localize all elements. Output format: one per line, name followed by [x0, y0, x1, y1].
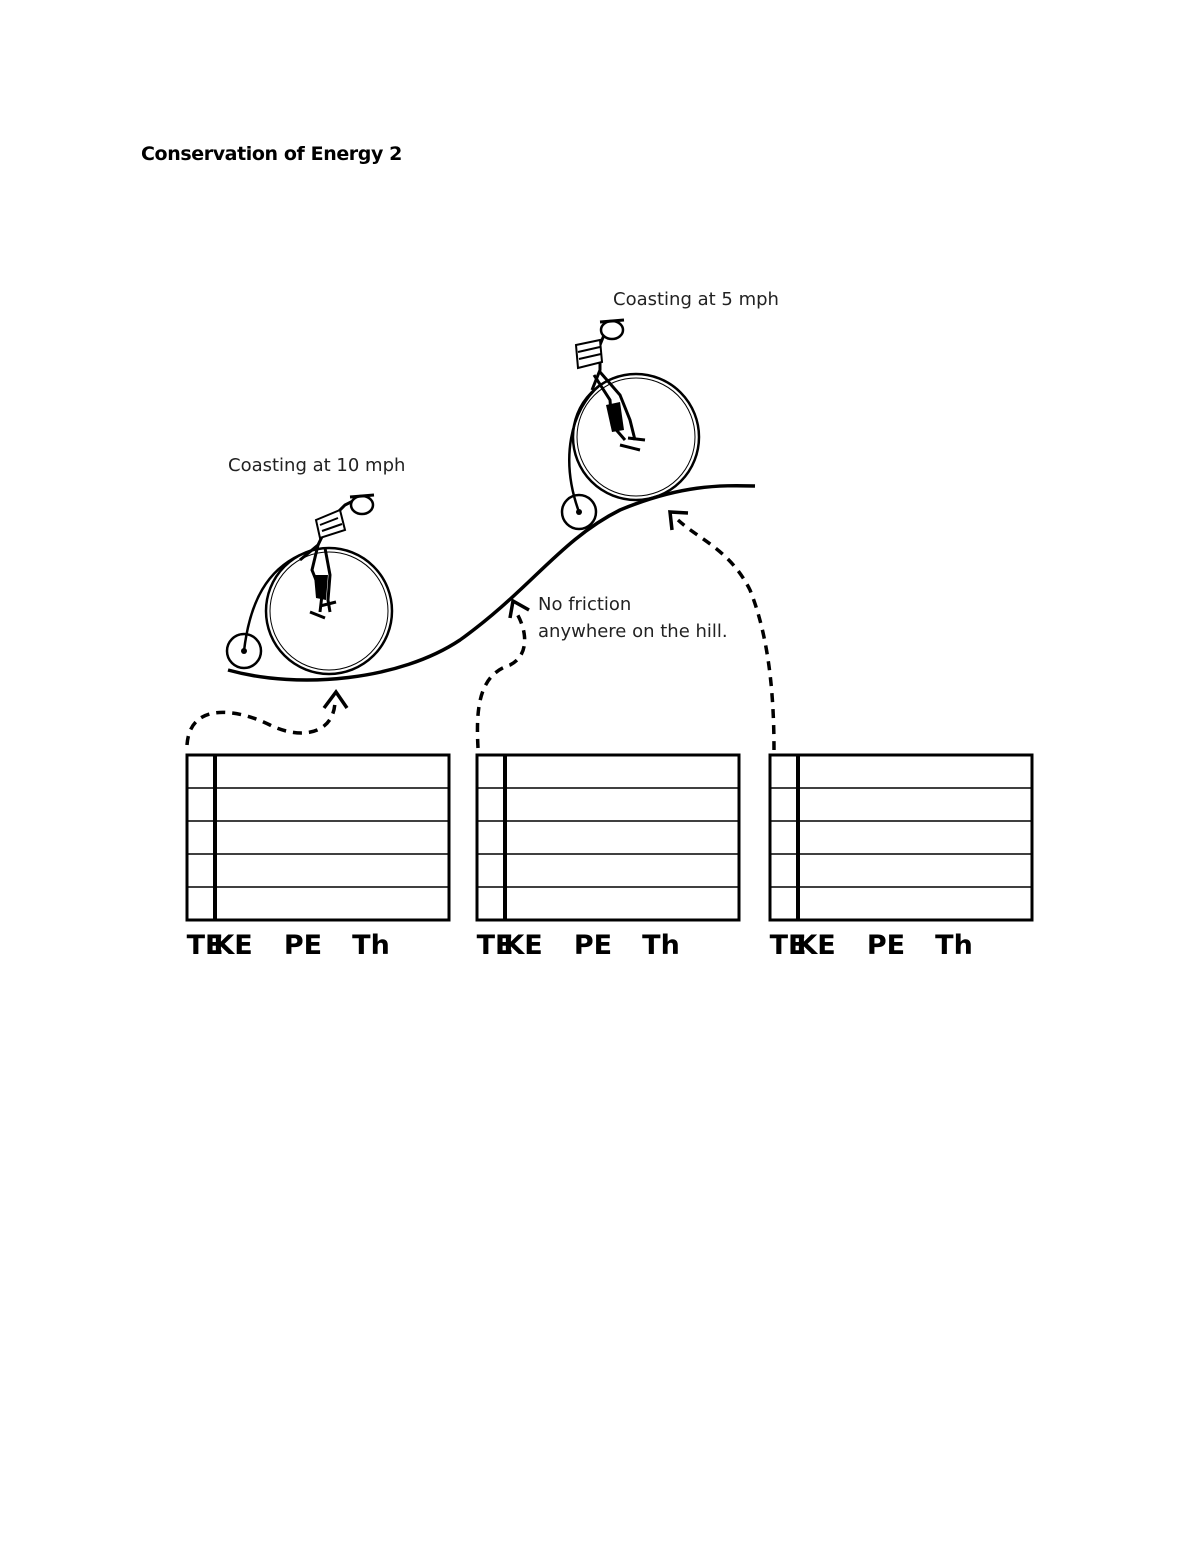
small-wheel-high — [560, 493, 598, 531]
penny-farthing-low — [225, 493, 394, 676]
chart-frame — [475, 753, 741, 922]
penny-farthing-high — [560, 318, 701, 531]
arrow-to-hill-middle — [475, 598, 530, 749]
chart-label-ke: KE — [213, 930, 252, 961]
chart-label-th: Th — [642, 930, 680, 961]
label-coasting-5mph: Coasting at 5 mph — [613, 289, 779, 310]
large-wheel-low — [264, 546, 394, 676]
chart-label-te: TE — [187, 930, 224, 961]
chart-label-pe: PE — [574, 930, 612, 961]
label-coasting-10mph: Coasting at 10 mph — [228, 455, 405, 476]
hill-curve — [227, 483, 756, 682]
chart-label-te: TE — [770, 930, 807, 961]
chart-label-th: Th — [935, 930, 973, 961]
chart-label-ke: KE — [503, 930, 542, 961]
label-no-friction-line2: anywhere on the hill. — [538, 621, 728, 642]
label-no-friction-line1: No friction — [538, 594, 631, 615]
arrow-to-low-bike — [185, 689, 349, 746]
chart-frame — [185, 753, 451, 922]
chart-label-pe: PE — [284, 930, 322, 961]
chart-frame — [768, 753, 1034, 922]
small-wheel-low — [225, 632, 263, 670]
chart-label-ke: KE — [796, 930, 835, 961]
arrow-to-high-bike — [668, 510, 776, 751]
chart-label-th: Th — [352, 930, 390, 961]
page-title: Conservation of Energy 2 — [141, 143, 403, 165]
chart-label-te: TE — [477, 930, 514, 961]
large-wheel-high — [571, 372, 701, 502]
chart-label-pe: PE — [867, 930, 905, 961]
